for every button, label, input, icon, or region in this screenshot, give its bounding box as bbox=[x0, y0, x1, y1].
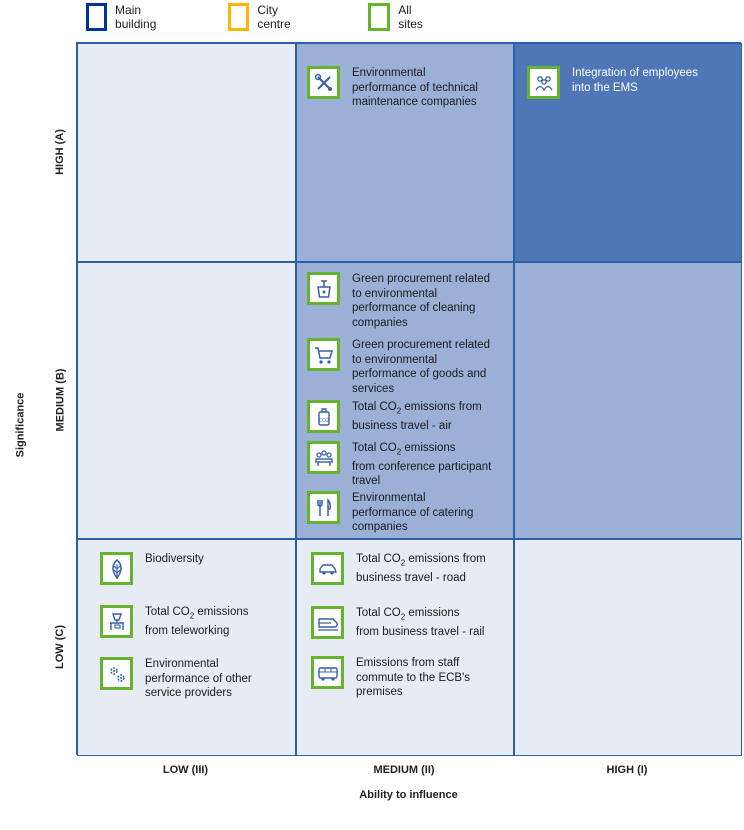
legend-swatch bbox=[86, 3, 108, 31]
desk-lamp-icon bbox=[100, 605, 133, 638]
y-axis-title: Significance bbox=[14, 392, 27, 458]
matrix-cell bbox=[77, 262, 296, 539]
x-tick-label-low: LOW (III) bbox=[162, 764, 209, 776]
x-tick-label-medium: MEDIUM (II) bbox=[373, 764, 435, 776]
legend-item-city-centre: City centre bbox=[228, 2, 297, 32]
shopping-cart-icon bbox=[307, 338, 340, 371]
item-label: Biodiversity bbox=[145, 553, 204, 565]
legend-item-all-sites: All sites bbox=[368, 2, 429, 32]
legend-label: All sites bbox=[398, 3, 423, 31]
luggage-co2-icon: CO2 bbox=[307, 400, 340, 433]
tools-icon bbox=[307, 66, 340, 99]
y-tick-label-medium: MEDIUM (B) bbox=[54, 368, 66, 431]
people-group-icon bbox=[527, 66, 560, 99]
cleaning-bucket-icon bbox=[307, 272, 340, 305]
legend-label: City centre bbox=[257, 3, 291, 31]
leaf-icon bbox=[100, 552, 133, 585]
gears-icon bbox=[100, 657, 133, 690]
cutlery-icon bbox=[307, 491, 340, 524]
legend-swatch bbox=[368, 3, 391, 31]
train-icon bbox=[311, 606, 344, 639]
y-tick-label-high: HIGH (A) bbox=[54, 128, 67, 175]
x-axis-title: Ability to influence bbox=[359, 789, 458, 801]
matrix-item: Biodiversity bbox=[100, 552, 204, 585]
legend-item-main-building: Main building bbox=[86, 2, 163, 32]
car-icon bbox=[311, 552, 344, 585]
matrix-cell bbox=[514, 539, 742, 756]
bus-icon bbox=[311, 656, 344, 689]
matrix-cell bbox=[514, 262, 742, 539]
matrix-cell bbox=[77, 43, 296, 262]
legend-swatch bbox=[228, 3, 250, 31]
conference-icon bbox=[307, 441, 340, 474]
x-tick-label-high: HIGH (I) bbox=[606, 764, 648, 776]
y-tick-label-low: LOW (C) bbox=[54, 624, 67, 669]
legend-label: Main building bbox=[115, 3, 157, 31]
svg-text:CO2: CO2 bbox=[318, 418, 329, 424]
